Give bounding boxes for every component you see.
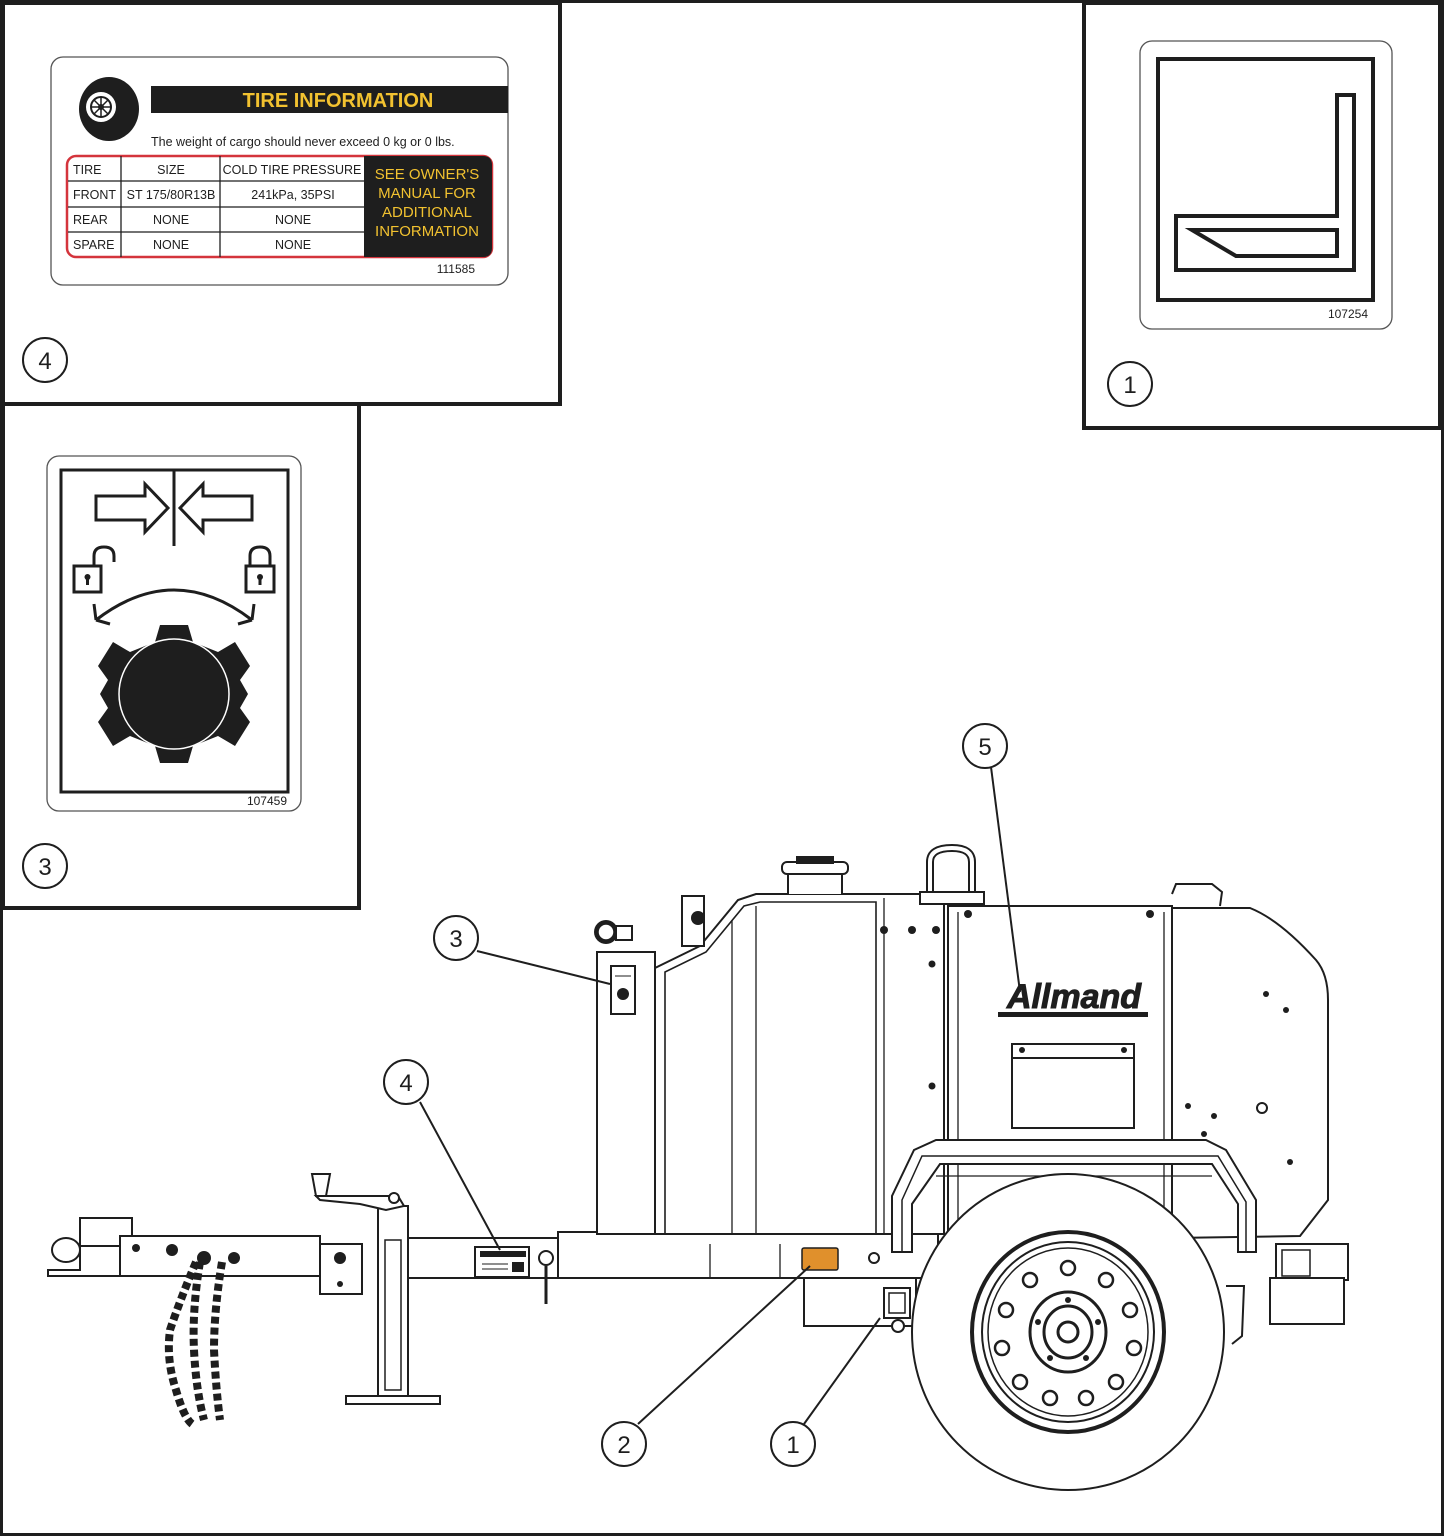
col-header-tire: TIRE bbox=[73, 163, 101, 177]
callout-bubbles: 3 4 5 2 1 bbox=[383, 723, 1008, 1467]
callout-circle-1-panel bbox=[1107, 361, 1153, 407]
rotate-arrow-icon bbox=[92, 588, 256, 626]
fuel-fill-housing bbox=[594, 895, 705, 1235]
callout-circle-4 bbox=[383, 1059, 429, 1105]
lock-icon bbox=[244, 545, 276, 594]
trailer-illustration: Allmand bbox=[47, 843, 1349, 1491]
tongue-jack bbox=[310, 1173, 441, 1405]
callout-circle-2 bbox=[601, 1421, 647, 1467]
row-rear-pressure: NONE bbox=[275, 213, 311, 227]
callout-circle-3 bbox=[433, 915, 479, 961]
brand-name: Allmand bbox=[1006, 978, 1142, 1016]
tire-icon bbox=[79, 77, 139, 141]
callout-number-3-panel: 3 bbox=[38, 854, 51, 881]
callout-number-1-panel: 1 bbox=[1123, 372, 1136, 399]
lift-hook-icon bbox=[1174, 93, 1356, 272]
callout-leaders bbox=[419, 766, 1021, 1425]
wheel bbox=[911, 1173, 1225, 1491]
lift-part-number: 107254 bbox=[1328, 307, 1368, 321]
see-manual-line-3: ADDITIONAL bbox=[382, 204, 472, 221]
row-rear-tire: REAR bbox=[73, 213, 108, 227]
callout-number-4-panel: 4 bbox=[38, 348, 51, 375]
see-manual-line-4: INFORMATION bbox=[375, 223, 479, 240]
callout-circle-3-panel bbox=[22, 843, 68, 889]
leader-5 bbox=[990, 766, 1021, 993]
callout-number-3: 3 bbox=[449, 926, 462, 953]
fuel-tank bbox=[654, 856, 945, 1235]
tire-part-number: 111585 bbox=[437, 262, 476, 276]
row-front-pressure: 241kPa, 35PSI bbox=[251, 188, 334, 202]
callout-number-5: 5 bbox=[978, 734, 991, 761]
callout-circle-5 bbox=[962, 723, 1008, 769]
callout-circle-4-panel bbox=[22, 337, 68, 383]
leader-4 bbox=[419, 1101, 501, 1251]
col-header-size: SIZE bbox=[157, 163, 185, 177]
see-manual-line-1: SEE OWNER'S bbox=[375, 166, 480, 183]
panel-fuel-cap: 107459 3 bbox=[1, 402, 361, 910]
see-manual-line-2: MANUAL FOR bbox=[378, 185, 476, 202]
panel-tire-information: TIRE INFORMATION The weight of cargo sho… bbox=[1, 1, 562, 406]
callout-number-4: 4 bbox=[399, 1070, 412, 1097]
tire-decal-location bbox=[474, 1246, 530, 1278]
row-spare-size: NONE bbox=[153, 238, 189, 252]
row-front-size: ST 175/80R13B bbox=[127, 188, 216, 202]
row-front-tire: FRONT bbox=[73, 188, 116, 202]
lift-decal-location bbox=[883, 1287, 911, 1333]
push-arrows-icon bbox=[94, 470, 254, 546]
tire-header-title: TIRE INFORMATION bbox=[243, 90, 434, 112]
unlock-icon bbox=[72, 545, 116, 594]
leader-1 bbox=[803, 1317, 881, 1425]
rear-bracket bbox=[1226, 1285, 1246, 1345]
row-spare-tire: SPARE bbox=[73, 238, 114, 252]
cap-part-number: 107459 bbox=[247, 794, 287, 808]
panel-lift-point: 107254 1 bbox=[1082, 1, 1442, 430]
leader-3 bbox=[476, 950, 611, 985]
callout-number-2: 2 bbox=[617, 1432, 630, 1459]
row-spare-pressure: NONE bbox=[275, 238, 311, 252]
amber-reflector bbox=[801, 1247, 839, 1271]
trailer-tongue bbox=[47, 1217, 363, 1295]
callout-number-1: 1 bbox=[786, 1432, 799, 1459]
cargo-weight-note: The weight of cargo should never exceed … bbox=[151, 135, 455, 149]
row-rear-size: NONE bbox=[153, 213, 189, 227]
fuel-cap-icon bbox=[98, 625, 250, 763]
safety-chains bbox=[164, 1260, 226, 1428]
tire-header-bar bbox=[151, 86, 508, 113]
leader-2 bbox=[637, 1265, 811, 1425]
col-header-pressure: COLD TIRE PRESSURE bbox=[223, 163, 362, 177]
callout-circle-1 bbox=[770, 1421, 816, 1467]
allmand-logo: Allmand bbox=[998, 978, 1148, 1017]
see-manual-box bbox=[364, 156, 492, 257]
